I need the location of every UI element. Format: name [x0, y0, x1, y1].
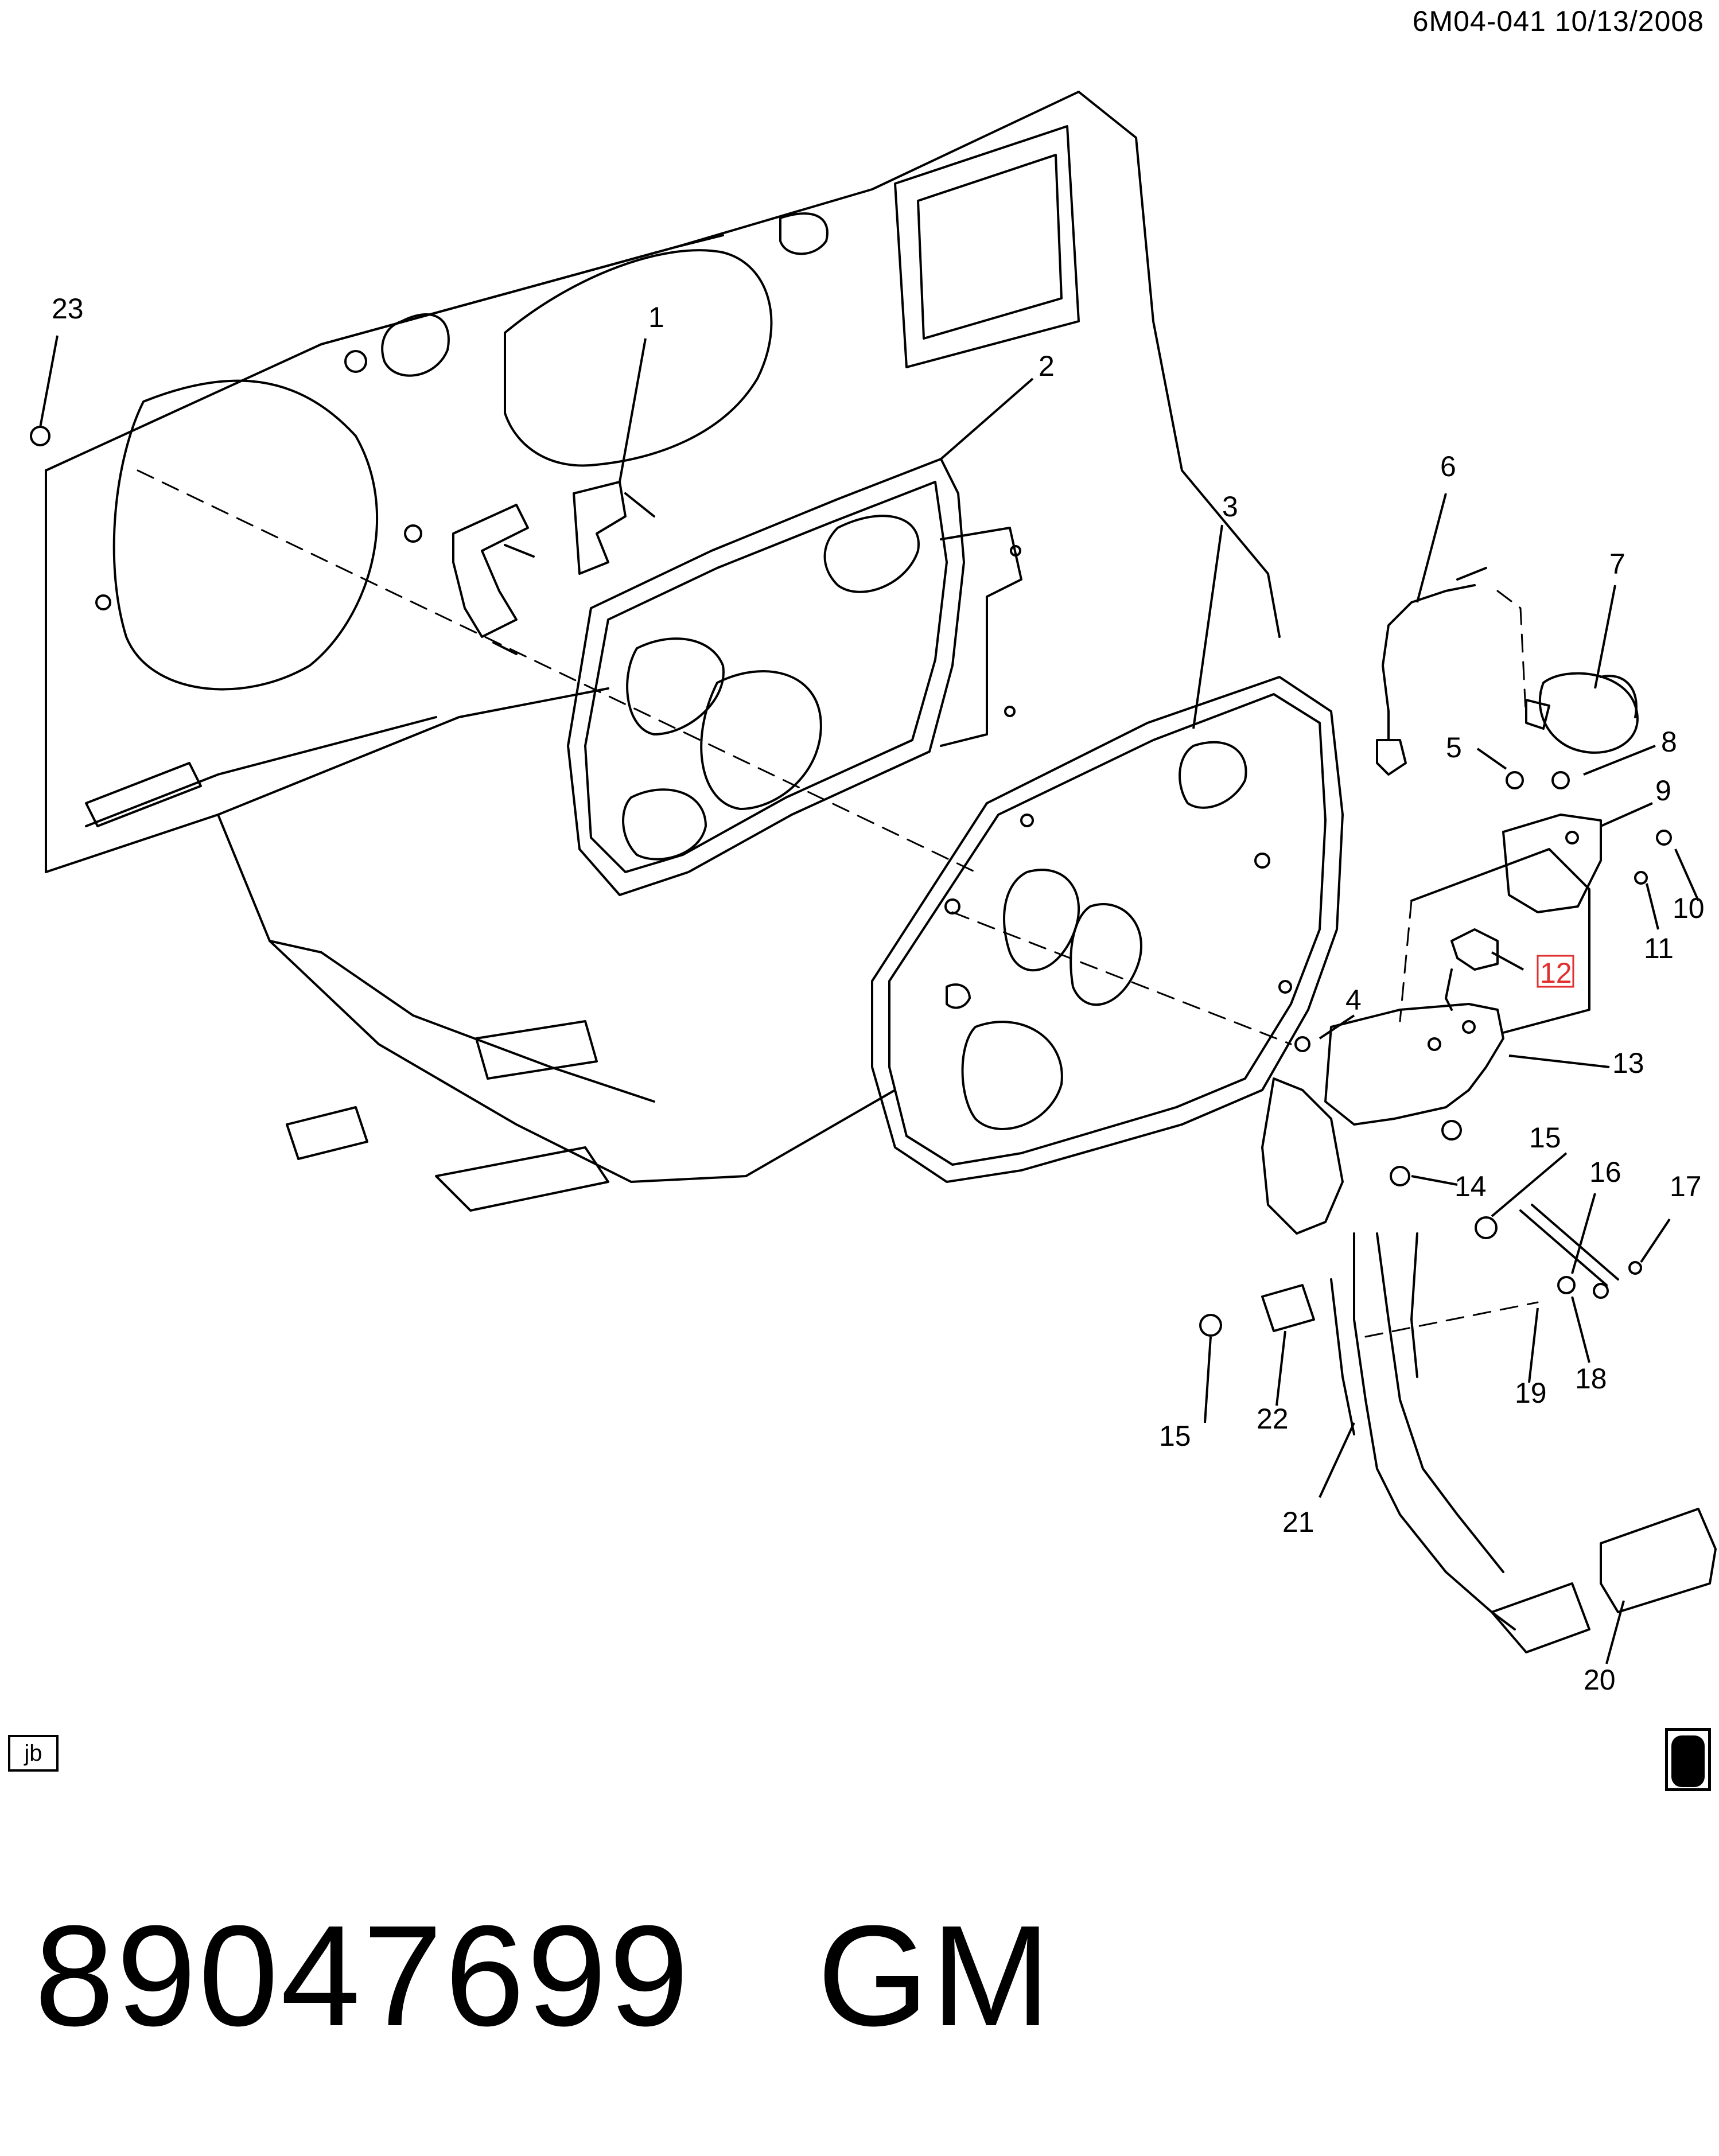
- footer-part-number: 89047699 GM: [34, 1893, 1179, 2058]
- callout-labels: 23 1 2 3 6 7 5 8 9 10 11 12 4 13 15 16 1…: [52, 293, 1705, 1696]
- part-20-pedal-pad: [1600, 1508, 1717, 1613]
- callout-23: 23: [52, 293, 84, 325]
- callout-14: 14: [1454, 1170, 1487, 1202]
- brand-text: GM: [817, 1896, 1053, 2056]
- fasteners: [30, 426, 1672, 1337]
- part-number-text: 89047699: [34, 1896, 691, 2056]
- jb-badge: jb: [8, 1735, 59, 1772]
- callout-15-lower: 15: [1159, 1420, 1191, 1452]
- part-7-switch: [1525, 672, 1639, 754]
- callout-20: 20: [1584, 1664, 1616, 1696]
- part-9-bracket: [1502, 814, 1602, 913]
- part-13-pedal-bracket: [1261, 1003, 1504, 1235]
- gm-spo-logo: [1665, 1728, 1711, 1791]
- callout-16: 16: [1589, 1156, 1621, 1188]
- callout-12: 12: [1540, 957, 1572, 989]
- callout-7: 7: [1609, 548, 1625, 580]
- callout-5: 5: [1446, 731, 1462, 764]
- callout-8: 8: [1661, 726, 1677, 758]
- part-21-pedal-arm: [1330, 1232, 1590, 1653]
- callout-4: 4: [1345, 984, 1362, 1016]
- assembly-lines: [137, 469, 1539, 1338]
- callout-3: 3: [1222, 491, 1238, 523]
- callout-10: 10: [1673, 892, 1705, 924]
- part-6-harness: [1376, 567, 1487, 776]
- callout-18: 18: [1575, 1363, 1607, 1395]
- callout-17: 17: [1670, 1170, 1702, 1202]
- part-2-mounting-plate: [567, 458, 1022, 896]
- callout-13: 13: [1612, 1047, 1644, 1079]
- callout-6: 6: [1440, 450, 1456, 482]
- gm-spo-logo-mark: [1671, 1735, 1705, 1787]
- callout-11: 11: [1644, 932, 1674, 964]
- callout-19: 19: [1515, 1377, 1547, 1409]
- leader-lines: [39, 335, 1699, 1664]
- callout-21: 21: [1282, 1506, 1314, 1538]
- part-12-sensor: [1445, 928, 1499, 1011]
- highlight-box: [1537, 955, 1574, 988]
- callout-15-upper: 15: [1529, 1122, 1561, 1154]
- callout-9: 9: [1655, 775, 1671, 807]
- part-1-bracket: [452, 481, 655, 655]
- group-bracket-line: [1410, 848, 1590, 1034]
- callout-22: 22: [1257, 1403, 1289, 1435]
- part-3-insulator-plate: [871, 676, 1344, 1183]
- firewall-panel: [45, 91, 1281, 1212]
- diagram-header: 6M04-041 10/13/2008: [1412, 5, 1704, 37]
- callout-2: 2: [1039, 350, 1055, 382]
- callout-1: 1: [648, 301, 664, 333]
